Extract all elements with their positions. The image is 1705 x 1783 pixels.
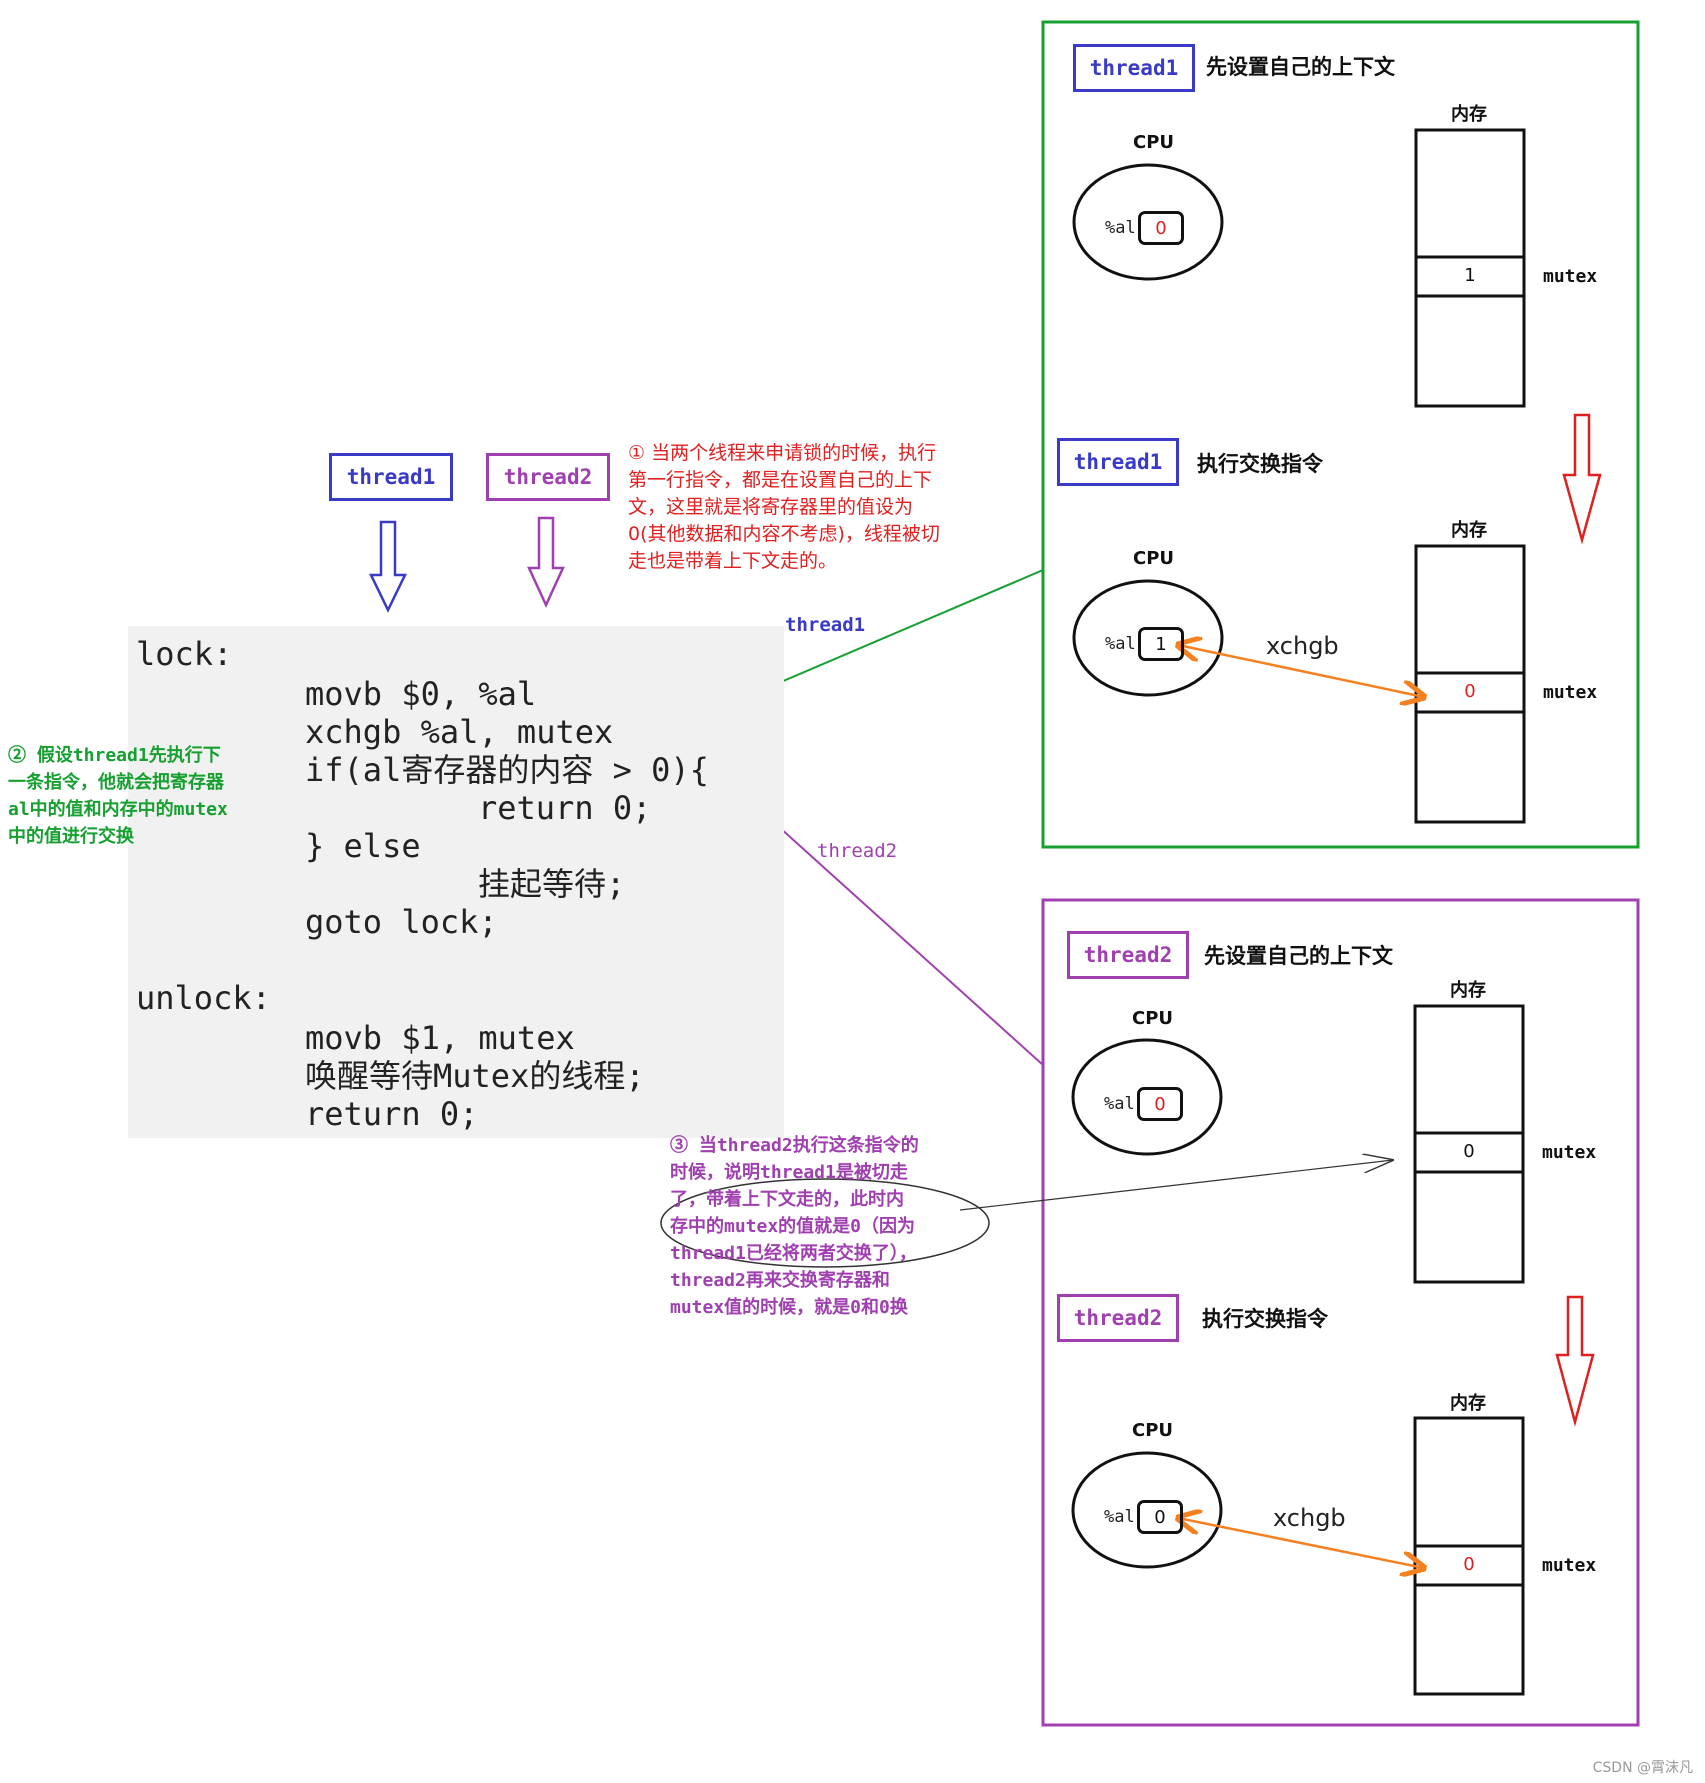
code-line: return 0; [478, 789, 652, 827]
step-tag: thread1 [1073, 44, 1195, 92]
step-tag: thread1 [1057, 438, 1179, 486]
note-line: thread2再来交换寄存器和 [670, 1270, 890, 1291]
code-line: unlock: [136, 979, 271, 1017]
thread2-red-arrow [1555, 1295, 1595, 1427]
note-line: 文，这里就是将寄存器里的值设为 [628, 496, 914, 518]
connector-label-thread2: thread2 [817, 840, 898, 862]
step-title: 执行交换指令 [1202, 1307, 1328, 1331]
code-line: xchgb %al, mutex [305, 713, 614, 751]
memory-label: 内存 [1451, 104, 1487, 125]
thread1-down-arrow [369, 520, 407, 613]
register-value: 0 [1137, 1500, 1183, 1534]
code-line: lock: [136, 635, 233, 673]
note-2: ② 假设thread1先执行下 一条指令，他就会把寄存器 al中的值和内存中的m… [8, 742, 228, 850]
cpu-label: CPU [1133, 548, 1175, 569]
note-line: 0(其他数据和内容不考虑)，线程被切 [628, 523, 940, 545]
mutex-value: 0 [1463, 1554, 1475, 1575]
code-line: 挂起等待; [478, 865, 626, 903]
top-tag-thread2: thread2 [486, 453, 610, 501]
note-1: ① 当两个线程来申请锁的时候，执行 第一行指令，都是在设置自己的上下 文，这里就… [628, 440, 940, 575]
memory-block [1413, 1004, 1525, 1284]
note-line: 中的值进行交换 [8, 826, 134, 847]
thread2-down-arrow [527, 516, 565, 608]
register-value: 0 [1138, 211, 1184, 245]
note-line: ③ 当thread2执行这条指令的 [670, 1135, 919, 1156]
note-3: ③ 当thread2执行这条指令的 时候，说明thread1是被切走 了，带着上… [670, 1132, 919, 1321]
note-line: 走也是带着上下文走的。 [628, 550, 838, 572]
code-block: lock: movb $0, %al xchgb %al, mutex if(a… [128, 626, 784, 1138]
step-title: 执行交换指令 [1197, 452, 1323, 476]
xchgb-label: xchgb [1266, 632, 1339, 660]
mutex-value: 0 [1464, 681, 1476, 702]
mutex-label: mutex [1542, 1142, 1597, 1163]
note3-highlight-ellipse [660, 1178, 990, 1268]
code-line: if(al寄存器的内容 > 0){ [305, 751, 709, 789]
cpu-label: CPU [1132, 1420, 1174, 1441]
mutex-label: mutex [1542, 1555, 1597, 1576]
note-line: 了，带着上下文走的，此时内 [670, 1189, 904, 1210]
step-title: 先设置自己的上下文 [1206, 55, 1395, 79]
code-line: return 0; [305, 1095, 479, 1133]
note-line: ① 当两个线程来申请锁的时候，执行 [628, 442, 937, 464]
register-label: %al [1104, 1094, 1135, 1114]
top-tag-thread1: thread1 [329, 453, 453, 501]
memory-label: 内存 [1451, 520, 1487, 541]
note-line: 存中的mutex的值就是0（因为 [670, 1216, 916, 1237]
xchgb-arrow [1178, 1518, 1424, 1568]
note-line: 一条指令，他就会把寄存器 [8, 772, 224, 793]
thread2-panel-border [1041, 898, 1640, 1727]
code-line: } else [305, 827, 421, 865]
register-value: 0 [1137, 1087, 1183, 1121]
note-line: al中的值和内存中的mutex [8, 799, 228, 820]
memory-label: 内存 [1450, 1393, 1486, 1414]
memory-label: 内存 [1450, 980, 1486, 1001]
register-label: %al [1104, 1507, 1135, 1527]
mutex-value: 0 [1463, 1141, 1475, 1162]
code-line: movb $1, mutex [305, 1019, 575, 1057]
note-line: 第一行指令，都是在设置自己的上下 [628, 469, 933, 491]
note-line: ② 假设thread1先执行下 [8, 745, 221, 766]
note3-pointer-arrow [959, 1160, 1393, 1211]
note-line: thread1已经将两者交换了）， [670, 1243, 917, 1264]
note-line: 时候，说明thread1是被切走 [670, 1162, 908, 1183]
register-label: %al [1105, 634, 1136, 654]
xchgb-label: xchgb [1273, 1504, 1346, 1532]
thread1-red-arrow [1562, 413, 1602, 545]
step-title: 先设置自己的上下文 [1204, 944, 1393, 968]
note-line: mutex值的时候，就是0和0换 [670, 1297, 908, 1318]
register-label: %al [1105, 218, 1136, 238]
step-tag: thread2 [1067, 931, 1189, 979]
xchgb-arrow [1178, 645, 1424, 697]
code-line: movb $0, %al [305, 675, 537, 713]
memory-block [1414, 128, 1526, 408]
cpu-ellipse [1072, 163, 1224, 281]
cpu-label: CPU [1133, 132, 1175, 153]
mutex-label: mutex [1543, 266, 1598, 287]
mutex-label: mutex [1543, 682, 1598, 703]
code-line: goto lock; [305, 903, 498, 941]
cpu-ellipse [1071, 1038, 1223, 1156]
mutex-value: 1 [1464, 265, 1476, 286]
step-tag: thread2 [1057, 1294, 1179, 1342]
register-value: 1 [1138, 627, 1184, 661]
watermark: CSDN @霄沫凡 [1592, 1760, 1693, 1776]
thread1-panel-border [1041, 20, 1640, 849]
code-line: 唤醒等待Mutex的线程; [305, 1057, 645, 1095]
cpu-label: CPU [1132, 1008, 1174, 1029]
connector-label-thread1: thread1 [785, 614, 866, 636]
